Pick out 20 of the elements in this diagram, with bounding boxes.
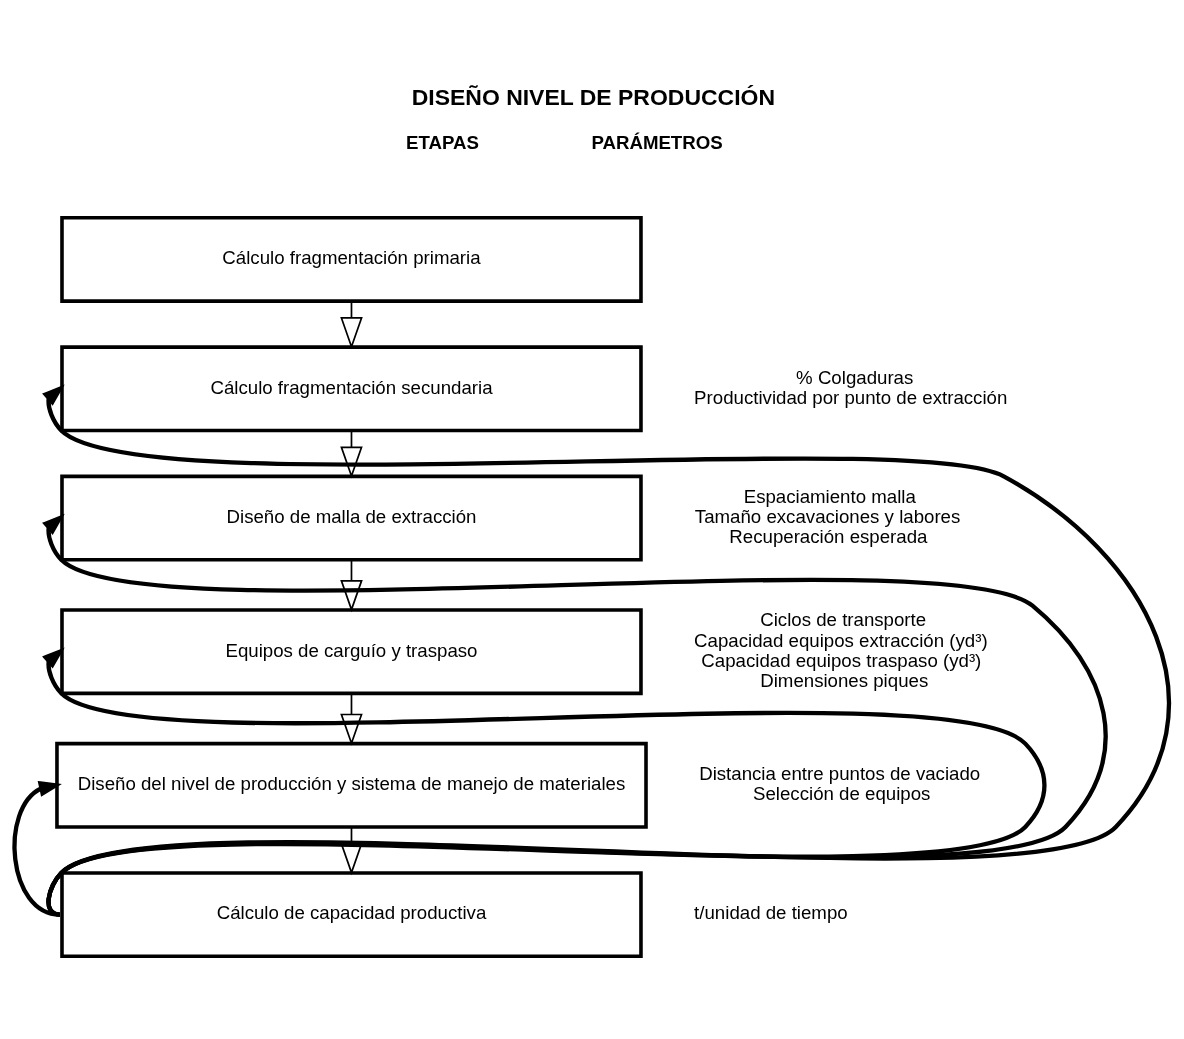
- node-box: Equipos de carguío y traspaso: [60, 608, 643, 696]
- arrow: [340, 559, 363, 613]
- node-label: Capacidad equipos extracción (yd³): [694, 629, 988, 651]
- node-label: Selección de equipos: [753, 783, 931, 805]
- node-box: Diseño de malla de extracción: [60, 474, 643, 562]
- node-label: Ciclos de transporte: [760, 609, 927, 631]
- node-label: Distancia entre puntos de vaciado: [699, 763, 981, 785]
- arrow: [12, 780, 62, 917]
- node-label: Espaciamiento malla: [743, 485, 916, 507]
- node-box: Cálculo fragmentación secundaria: [60, 345, 643, 433]
- node-box: Cálculo de capacidad productiva: [60, 871, 643, 959]
- node-label: % Colgaduras: [796, 366, 914, 388]
- diagram-title: DISEÑO NIVEL DE PRODUCCIÓN: [411, 84, 775, 111]
- node-box: Cálculo fragmentación primaria: [60, 216, 643, 303]
- label: PARÁMETROS: [591, 132, 723, 154]
- node-box: Diseño del nivel de producción y sistema de manejo de materiales: [55, 741, 648, 829]
- node-label: Recuperación esperada: [729, 526, 928, 548]
- node-label: t/unidad de tiempo: [694, 902, 848, 924]
- label: ETAPAS: [406, 132, 479, 154]
- arrow: [340, 692, 363, 746]
